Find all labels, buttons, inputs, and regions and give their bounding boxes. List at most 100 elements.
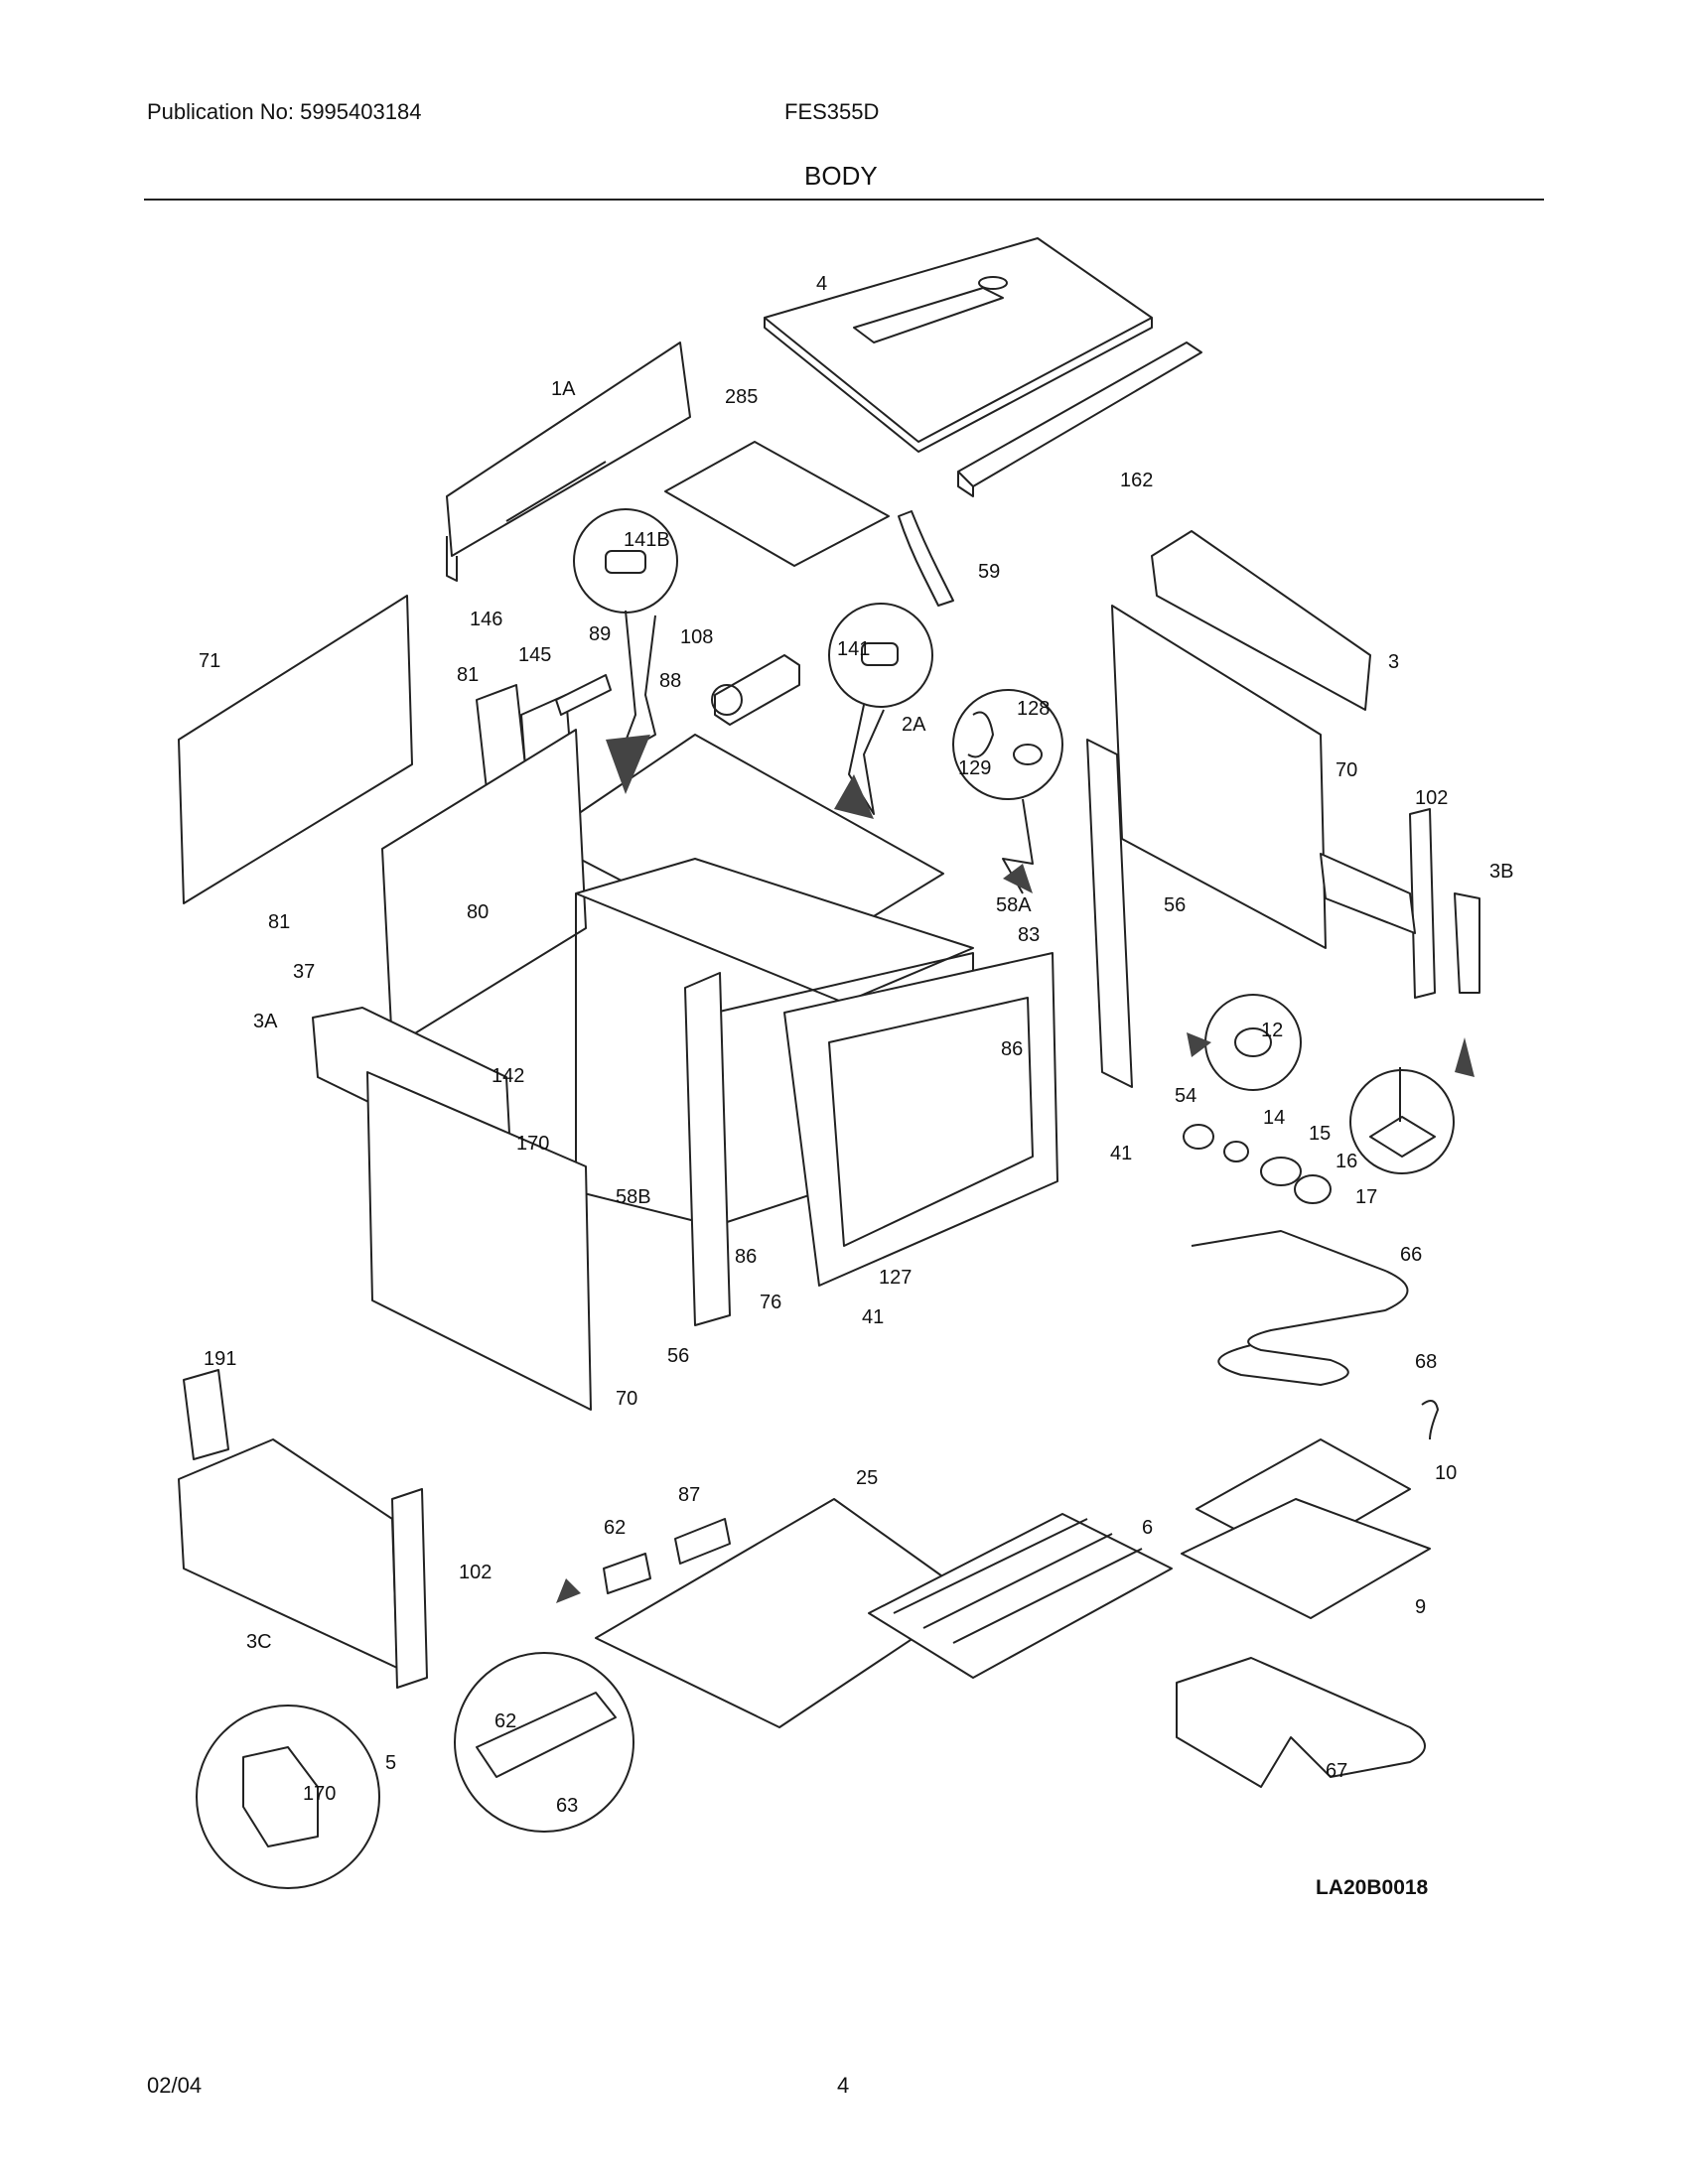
callout-66: 66 — [1400, 1244, 1422, 1266]
door-frame-83 — [783, 952, 1058, 1287]
lower-bracket-102 — [391, 1488, 428, 1689]
oven-rack-6 — [868, 1513, 1173, 1679]
callout-87: 87 — [678, 1484, 700, 1506]
terminal-block-62 — [603, 1553, 651, 1594]
arrow-128 — [1003, 864, 1033, 893]
front-trim-56 — [684, 972, 731, 1326]
callout-170-upper: 170 — [516, 1133, 549, 1155]
page-number: 4 — [837, 2073, 850, 2098]
callout-25: 25 — [856, 1467, 878, 1489]
arrow-141b — [606, 735, 650, 794]
bracket-detail-170 — [196, 1705, 380, 1889]
bracket-191 — [183, 1369, 229, 1460]
callout-86-upper: 86 — [1001, 1038, 1023, 1060]
thermostat-detail-141b — [573, 508, 678, 755]
callout-141: 141 — [837, 638, 870, 660]
callout-81-top: 81 — [457, 664, 479, 686]
arrow-5 — [1455, 1037, 1475, 1077]
callout-86-lower: 86 — [735, 1246, 757, 1268]
callout-80: 80 — [467, 901, 489, 923]
callout-3a: 3A — [253, 1011, 278, 1032]
arrow-62 — [556, 1578, 581, 1603]
callout-41-right: 41 — [1110, 1143, 1132, 1164]
callout-62-upper: 62 — [604, 1517, 626, 1539]
callout-12: 12 — [1261, 1020, 1283, 1041]
callout-191: 191 — [204, 1348, 236, 1370]
callout-labels: 4 1A 285 162 141B 59 146 89 108 141 128 … — [199, 273, 1513, 1817]
callout-146: 146 — [470, 609, 502, 630]
arrow-12 — [1187, 1032, 1211, 1057]
callout-162: 162 — [1120, 470, 1153, 491]
callout-129: 129 — [958, 757, 991, 779]
drawing-code: LA20B0018 — [1316, 1876, 1429, 1899]
thermostat-detail-141 — [828, 603, 933, 815]
broil-element-66 — [1191, 1230, 1409, 1386]
callout-102-right: 102 — [1415, 787, 1448, 809]
callout-5: 5 — [385, 1752, 396, 1774]
rear-rail — [957, 341, 1202, 497]
bake-element-67 — [1176, 1657, 1426, 1788]
light-switch-detail-12 — [1204, 994, 1302, 1091]
callout-3c: 3C — [246, 1631, 272, 1653]
callout-54: 54 — [1175, 1085, 1196, 1107]
callout-68: 68 — [1415, 1351, 1437, 1373]
callout-15: 15 — [1309, 1123, 1331, 1145]
callout-58a: 58A — [996, 894, 1032, 916]
lamp-bulb-15 — [1260, 1157, 1302, 1186]
cooling-fan — [711, 654, 800, 726]
clip-68 — [1421, 1400, 1439, 1440]
model-number: FES355D — [784, 99, 880, 124]
callout-14: 14 — [1263, 1107, 1285, 1129]
lower-bracket-3c — [178, 1438, 398, 1669]
bracket-89 — [555, 674, 612, 716]
bracket-87 — [674, 1518, 731, 1565]
callout-1a: 1A — [551, 378, 576, 400]
left-wall-panel — [381, 729, 587, 1048]
callout-145: 145 — [518, 644, 551, 666]
callout-128: 128 — [1017, 698, 1050, 720]
lamp-ring-14 — [1223, 1141, 1249, 1162]
callout-71: 71 — [199, 650, 220, 672]
callout-2a: 2A — [902, 714, 926, 736]
lamp-socket-54 — [1183, 1124, 1214, 1150]
back-bracket — [446, 341, 691, 582]
vent-tube — [898, 510, 954, 607]
callout-141b: 141B — [624, 529, 670, 551]
right-trim-56 — [1086, 739, 1133, 1088]
right-rear-bracket — [1151, 530, 1371, 711]
callout-88: 88 — [659, 670, 681, 692]
callout-4: 4 — [816, 273, 827, 295]
callout-16: 16 — [1336, 1151, 1357, 1172]
callout-62-lower: 62 — [494, 1710, 516, 1732]
callout-102-left: 102 — [459, 1562, 492, 1583]
callout-83: 83 — [1018, 924, 1040, 946]
callout-6: 6 — [1142, 1517, 1153, 1539]
callout-3b: 3B — [1489, 861, 1513, 883]
header-rule — [144, 199, 1544, 201]
callout-9: 9 — [1415, 1596, 1426, 1618]
insulation-sheet — [664, 441, 890, 567]
callout-142: 142 — [492, 1065, 524, 1087]
callout-17: 17 — [1355, 1186, 1377, 1208]
callout-37: 37 — [293, 961, 315, 983]
publication-date: 02/04 — [147, 2073, 203, 2098]
callout-76: 76 — [760, 1292, 781, 1313]
section-title: BODY — [804, 161, 878, 191]
callout-63: 63 — [556, 1795, 578, 1817]
right-bracket-102 — [1409, 808, 1436, 999]
callout-56-right: 56 — [1164, 894, 1186, 916]
arrow-141 — [834, 774, 874, 819]
callout-58b: 58B — [616, 1186, 651, 1208]
callout-67: 67 — [1326, 1760, 1347, 1782]
leveling-leg-detail-5 — [1349, 1067, 1455, 1174]
top-panel — [764, 237, 1153, 453]
broiler-pan-9 — [1181, 1498, 1431, 1619]
terminal-block-detail-62-63 — [454, 1652, 634, 1833]
spring-detail-128-129 — [952, 689, 1063, 894]
callout-10: 10 — [1435, 1462, 1457, 1484]
callout-81-left: 81 — [268, 911, 290, 933]
callout-127: 127 — [879, 1267, 912, 1289]
callout-3: 3 — [1388, 651, 1399, 673]
callout-89: 89 — [589, 623, 611, 645]
